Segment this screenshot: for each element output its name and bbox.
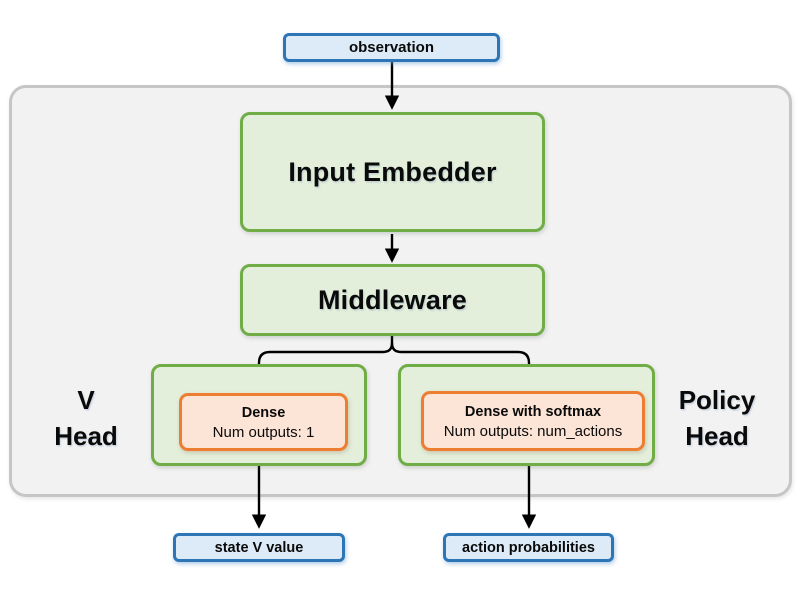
middleware-node: Middleware [240,264,545,336]
policy-head-label: Policy Head [662,382,772,454]
v-head-label: V Head [31,382,141,454]
v-head-label-line2: Head [54,421,118,451]
v-head-dense-subtitle: Num outputs: 1 [212,423,315,441]
policy-head-label-line2: Head [685,421,749,451]
input-embedder-label: Input Embedder [288,156,497,187]
policy-head-dense-node: Dense with softmax Num outputs: num_acti… [421,391,645,451]
state-v-value-label: state V value [214,539,304,556]
v-head-group: Dense Num outputs: 1 [151,364,367,466]
policy-head-label-line1: Policy [678,385,756,415]
v-head-label-line1: V [77,385,95,415]
input-embedder-node: Input Embedder [240,112,545,232]
middleware-label: Middleware [317,284,468,315]
observation-node: observation [283,33,500,62]
action-probabilities-label: action probabilities [462,539,595,556]
policy-head-group: Dense with softmax Num outputs: num_acti… [398,364,655,466]
action-probabilities-node: action probabilities [443,533,614,562]
observation-label: observation [348,39,435,56]
v-head-dense-title: Dense [241,404,286,421]
policy-head-dense-subtitle: Num outputs: num_actions [443,422,623,440]
state-v-value-node: state V value [173,533,345,562]
v-head-dense-node: Dense Num outputs: 1 [179,393,348,451]
policy-head-dense-title: Dense with softmax [464,403,602,420]
